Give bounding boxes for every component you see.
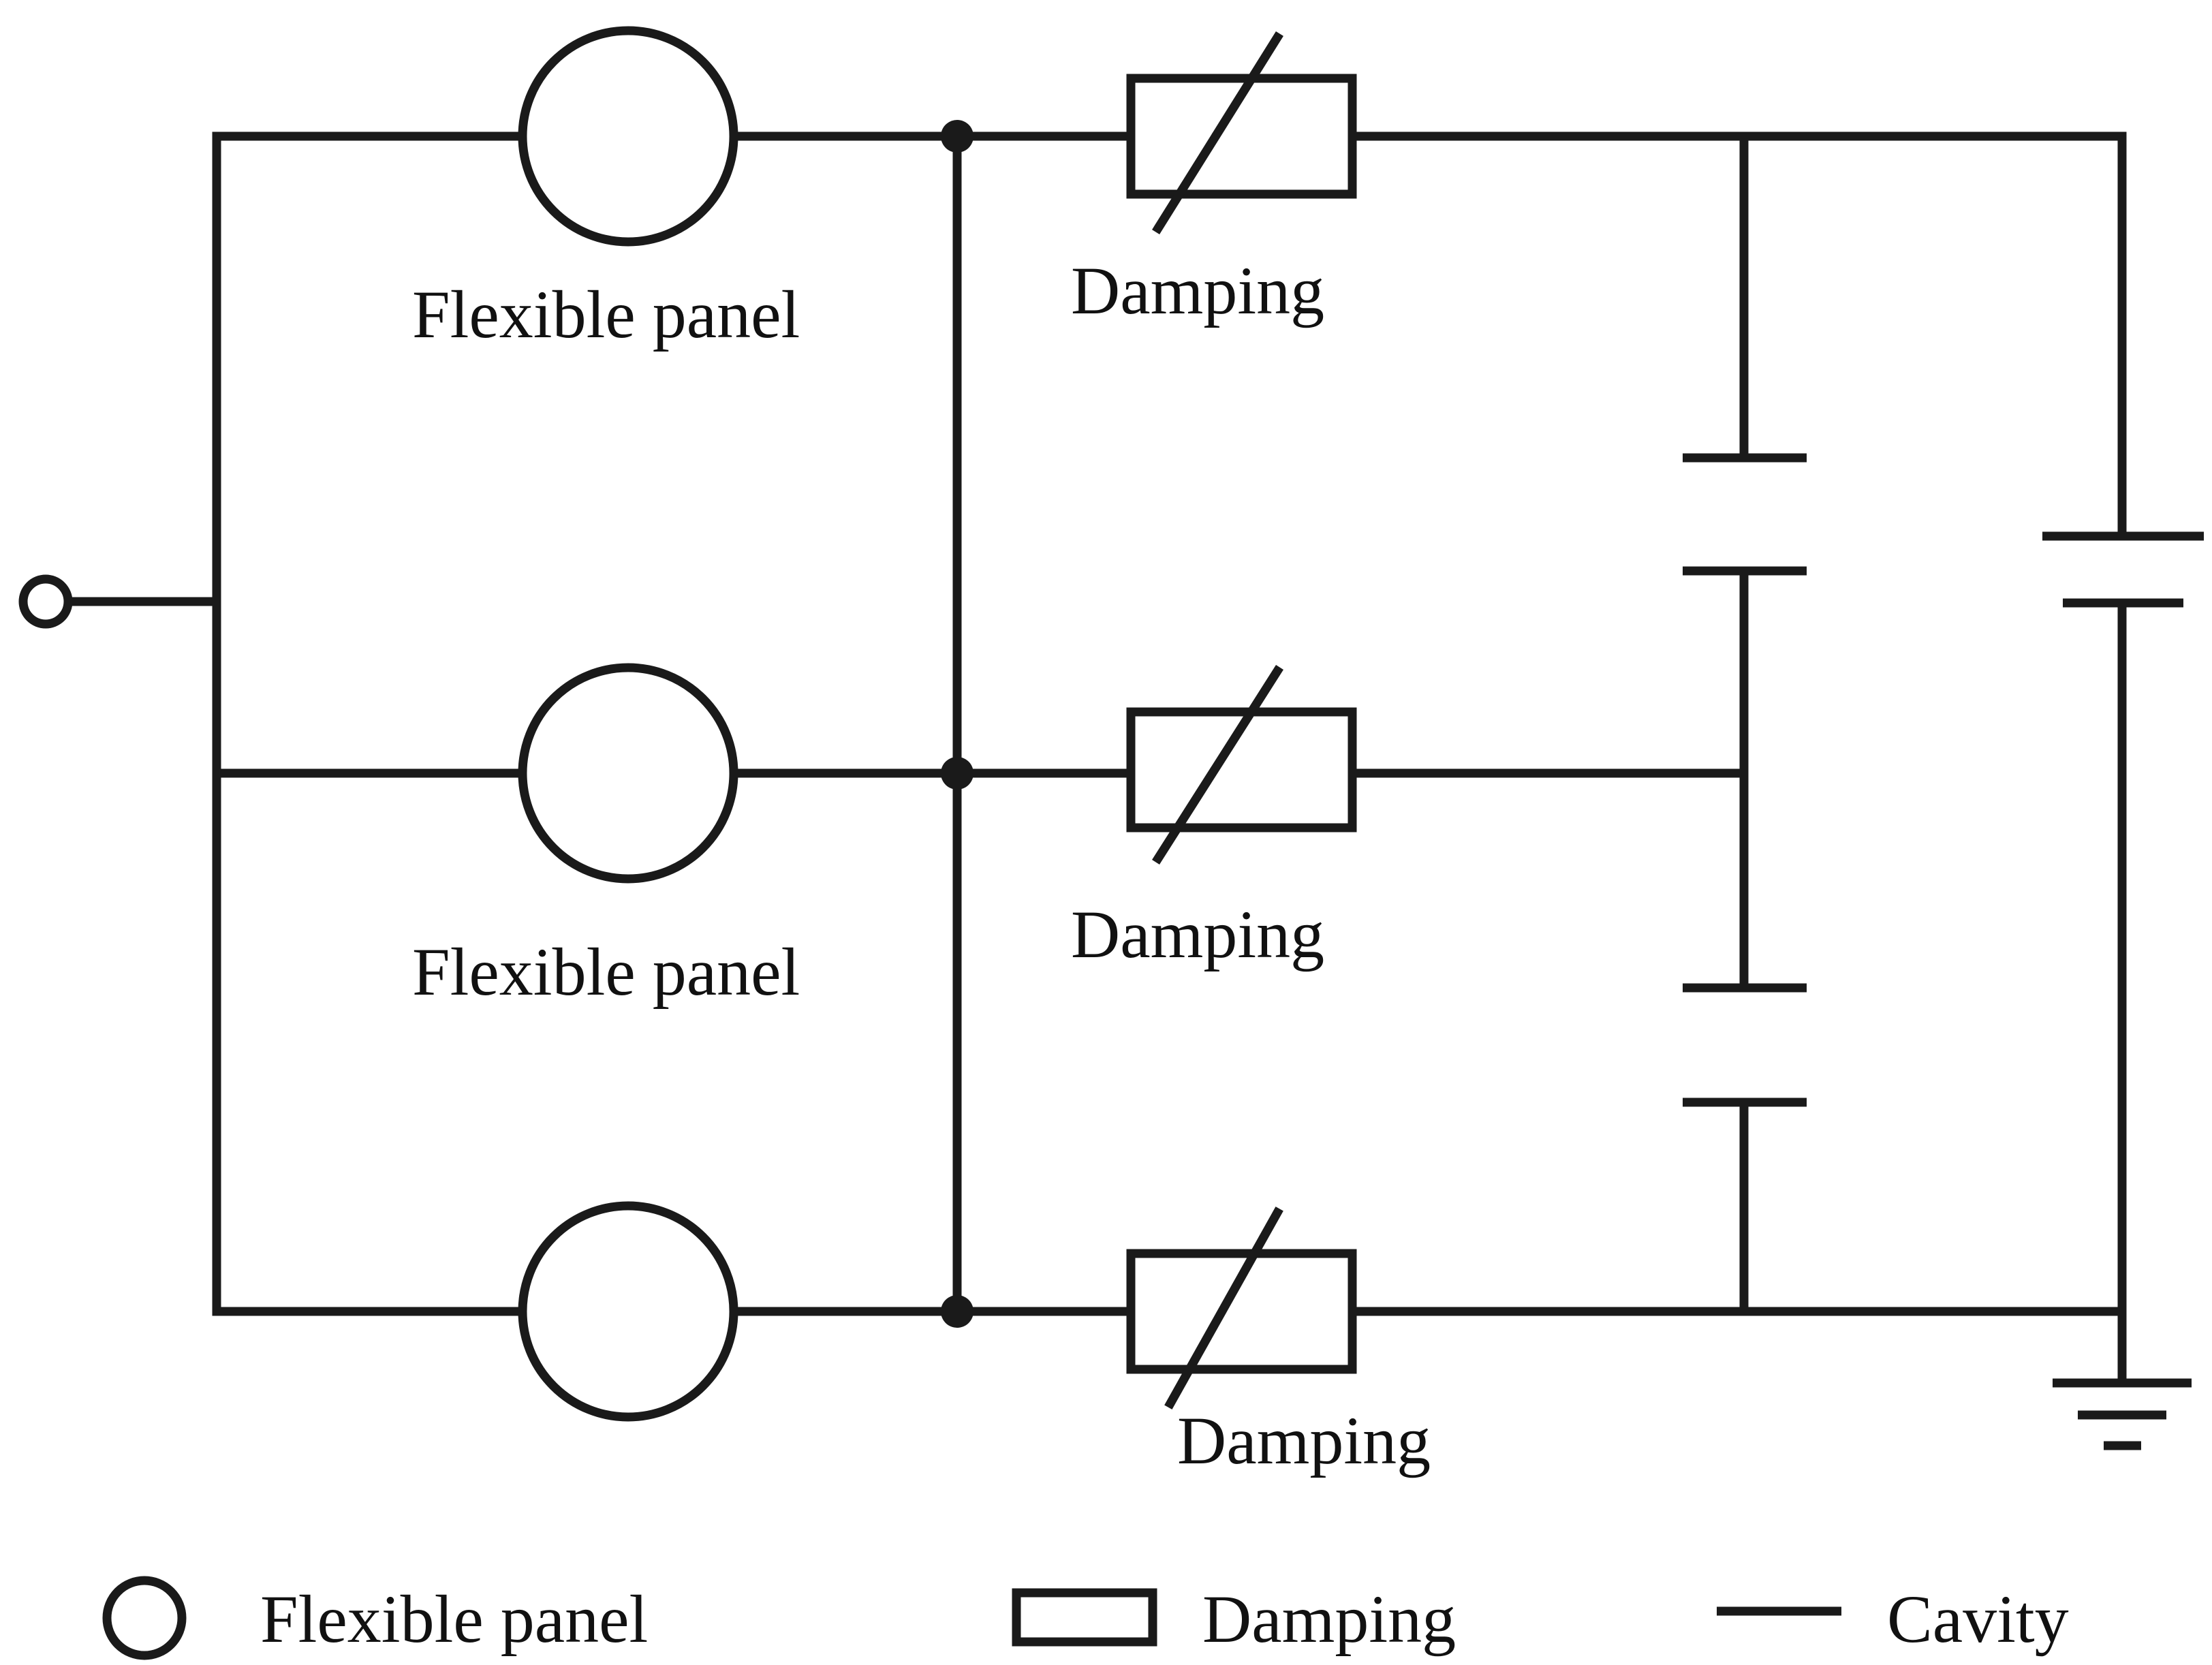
cavity-column-outer xyxy=(2042,131,2204,1388)
flexible-panel-middle xyxy=(518,663,738,884)
flexible-panel-top xyxy=(518,26,738,247)
legend-damping-label: Damping xyxy=(1202,1581,1456,1657)
ground-icon xyxy=(2053,1378,2192,1450)
legend-panel-icon xyxy=(102,1576,187,1660)
bottom-branch xyxy=(212,1201,2127,1422)
legend-panel-label: Flexible panel xyxy=(260,1581,648,1657)
junction-dot-top xyxy=(941,120,973,153)
legend: Flexible panel Damping Cavity xyxy=(102,1576,2069,1660)
label-damping-top: Damping xyxy=(1071,253,1324,328)
middle-branch xyxy=(212,663,1749,884)
junction-dot-bottom xyxy=(941,1295,973,1328)
label-flexible-panel-top: Flexible panel xyxy=(412,277,800,352)
legend-damping-icon xyxy=(1012,1588,1157,1647)
top-branch xyxy=(212,26,2127,247)
label-damping-bottom: Damping xyxy=(1177,1403,1431,1478)
label-damping-middle: Damping xyxy=(1071,897,1324,972)
input-terminal xyxy=(18,574,221,629)
cavity-column-inner xyxy=(1683,131,1807,1316)
flexible-panel-bottom xyxy=(518,1201,738,1422)
legend-cavity-label: Cavity xyxy=(1887,1581,2069,1657)
junction-dot-middle xyxy=(941,757,973,790)
label-flexible-panel-middle: Flexible panel xyxy=(412,934,800,1010)
